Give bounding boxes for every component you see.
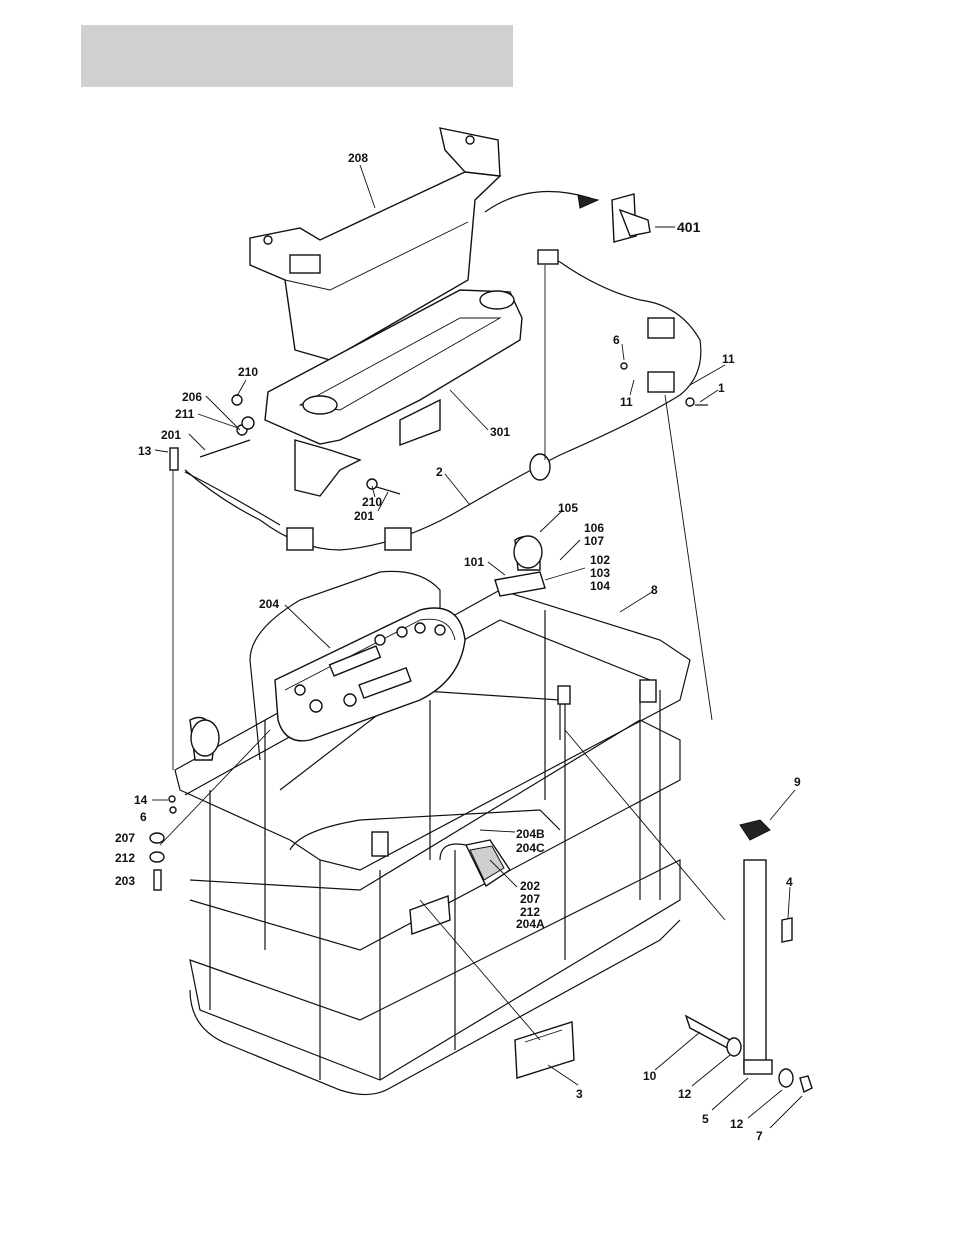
callout-301: 301 — [490, 425, 510, 439]
callout-102: 102 — [590, 553, 610, 567]
callout-207: 207 — [115, 831, 135, 845]
callout-11: 11 — [722, 352, 735, 366]
callout-208: 208 — [348, 151, 368, 165]
callout-14: 14 — [134, 793, 148, 807]
callout-204A: 204A — [516, 917, 545, 931]
callout-204B: 204B — [516, 827, 545, 841]
callout-206: 206 — [182, 390, 202, 404]
callout-8: 8 — [651, 583, 658, 597]
callout-1: 1 — [718, 381, 725, 395]
callout-211: 211 — [175, 407, 195, 421]
callout-212: 212 — [115, 851, 135, 865]
callout-2: 2 — [436, 465, 443, 479]
callout-10: 10 — [643, 1069, 657, 1083]
pole-assembly — [686, 820, 812, 1092]
callout-3: 3 — [576, 1087, 583, 1101]
callout-5: 5 — [702, 1112, 709, 1126]
receptacle-401 — [612, 194, 650, 242]
callout-203: 203 — [115, 874, 135, 888]
callout-103: 103 — [590, 566, 610, 580]
callout-201-b: 201 — [354, 509, 374, 523]
callout-204: 204 — [259, 597, 279, 611]
callout-210: 210 — [238, 365, 258, 379]
callout-401: 401 — [677, 219, 701, 235]
callout-9: 9 — [794, 775, 801, 789]
callout-106: 106 — [584, 521, 604, 535]
callout-107: 107 — [584, 534, 604, 548]
callout-12-b: 12 — [730, 1117, 744, 1131]
callout-202: 202 — [520, 879, 540, 893]
control-console — [250, 571, 465, 760]
callout-4: 4 — [786, 875, 793, 889]
callout-104: 104 — [590, 579, 610, 593]
callout-12: 12 — [678, 1087, 692, 1101]
callout-207-b: 207 — [520, 892, 540, 906]
callout-6-b: 6 — [140, 810, 147, 824]
callout-11-b: 11 — [620, 395, 633, 409]
callout-105: 105 — [558, 501, 578, 515]
callout-204C: 204C — [516, 841, 545, 855]
footswitch — [440, 840, 510, 886]
decal-3 — [410, 896, 574, 1078]
callout-13: 13 — [138, 444, 152, 458]
callout-6: 6 — [613, 333, 620, 347]
hardware-column-left — [150, 796, 176, 890]
callout-210-b: 210 — [362, 495, 382, 509]
callout-7: 7 — [756, 1129, 763, 1143]
callout-101: 101 — [464, 555, 484, 569]
callout-201: 201 — [161, 428, 181, 442]
